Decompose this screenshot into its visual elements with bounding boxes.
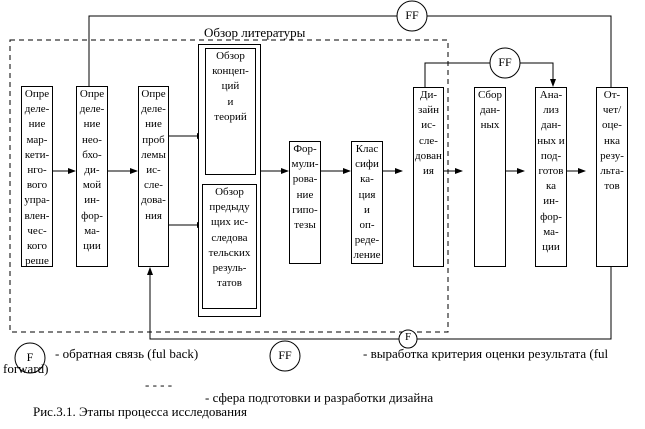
box-report: От- чет/ оце- нка резу- льта- тов (596, 87, 628, 267)
ff-mid-label: FF (498, 55, 512, 69)
box-data-analysis: Ана- лиз дан- ных и под- готов ка ин- фо… (535, 87, 567, 267)
legend-ff-text: - выработка критерия оценки результата (… (363, 346, 609, 361)
legend-f-circle (14, 342, 46, 374)
box-prior-results-review: Обзор предыду щих ис- следова тельских р… (202, 184, 257, 309)
legend-dash-text: - сфера подготовки и разработки дизайна (205, 390, 434, 405)
ff-top-label: FF (405, 8, 419, 22)
figure-caption: Рис.3.1. Этапы процесса исследования (33, 404, 247, 419)
ff-top-line-right (427, 15, 612, 87)
feedback-circle (398, 329, 418, 349)
legend-ff-text-wrap: forward) (3, 361, 49, 376)
ff-mid-line (424, 62, 490, 87)
legend-ff-circle (269, 340, 301, 372)
legend-f-symbol: F (26, 350, 34, 364)
legend-f-text: - обратная связь (ful back) (55, 346, 199, 361)
ff-top-line (88, 15, 397, 86)
box-data-collection: Сбор дан- ных (474, 87, 506, 267)
box-classification: Клас сифи ка- ция и оп- реде- ление пере… (351, 141, 383, 264)
box-needed-info: Опре деле- ние нео- бхо- ди- мой ин- фор… (76, 86, 108, 267)
box-concepts-review: Обзор концеп- ций и теорий (205, 48, 256, 175)
feedback-label: F (404, 331, 412, 343)
ff-top-circle (396, 0, 428, 32)
legend-ff-symbol: FF (278, 348, 292, 362)
legend-dash-sample: - - - - (145, 377, 173, 392)
ff-mid-circle (489, 47, 521, 79)
literature-review-label: Обзор литературы (204, 25, 306, 40)
box-research-problem: Опре деле- ние проб лемы ис- сле- дова- … (138, 86, 169, 267)
design-sphere-region (9, 39, 449, 333)
box-research-design: Ди- зайн ис- сле- дован ия (413, 87, 444, 267)
box-marketing-decision: Опре деле- ние мар- кети- нго- вого упра… (21, 86, 53, 267)
box-hypotheses: Фор- мули- рова- ние гипо- тезы (289, 141, 321, 264)
feedback-line (147, 266, 612, 340)
ff-mid-line-right (520, 62, 556, 87)
